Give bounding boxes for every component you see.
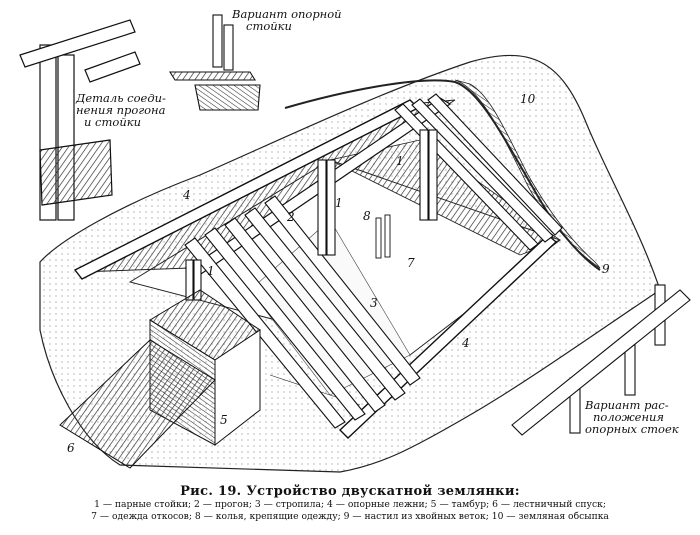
callout-3: 3 [370,296,378,310]
caption-legend-line-2: 7 — одежда откосов; 8 — колья, крепящие … [91,511,609,522]
callout-4: 4 [183,188,191,202]
callout-1: 1 [207,264,215,278]
arrangement-variant-inset [511,284,691,436]
figure-caption: Рис. 19. Устройство двускатной землянки:… [0,484,700,523]
callout-1: 1 [396,154,404,168]
label-line: стойки [246,19,292,33]
label-line: Деталь соеди- [76,91,166,105]
callout-4: 4 [462,336,470,350]
label-line: нения прогона [76,103,166,117]
label-line: и стойки [84,115,142,129]
caption-title: Рис. 19. Устройство двускатной землянки: [180,484,520,499]
callout-1: 1 [335,196,343,210]
callout-9: 9 [602,262,610,276]
label-stand-variant: Вариант опорной стойки [232,8,342,32]
label-joint-detail: Деталь соеди- нения прогона и стойки [76,92,166,128]
stand-variant-inset [169,14,261,111]
label-arrangement-variant: Вариант рас- положения опорных стоек [585,399,679,435]
callout-6: 6 [67,441,75,455]
callout-7: 7 [407,256,415,270]
callout-10: 10 [520,92,536,106]
label-line: Вариант опорной [232,7,342,21]
paired-posts [185,129,438,301]
staircase [59,339,216,469]
label-line: положения [593,410,665,424]
front-rafters [184,195,421,429]
callout-2: 2 [287,210,295,224]
dugout-diagram [19,14,691,473]
label-line: опорных стоек [585,422,679,436]
caption-legend-line-1: 1 — парные стойки; 2 — прогон; 3 — строп… [94,499,606,510]
label-line: Вариант рас- [585,398,669,412]
joint-detail-inset [19,19,141,221]
callout-5: 5 [220,413,228,427]
callout-8: 8 [363,209,371,223]
stakes [375,214,391,259]
